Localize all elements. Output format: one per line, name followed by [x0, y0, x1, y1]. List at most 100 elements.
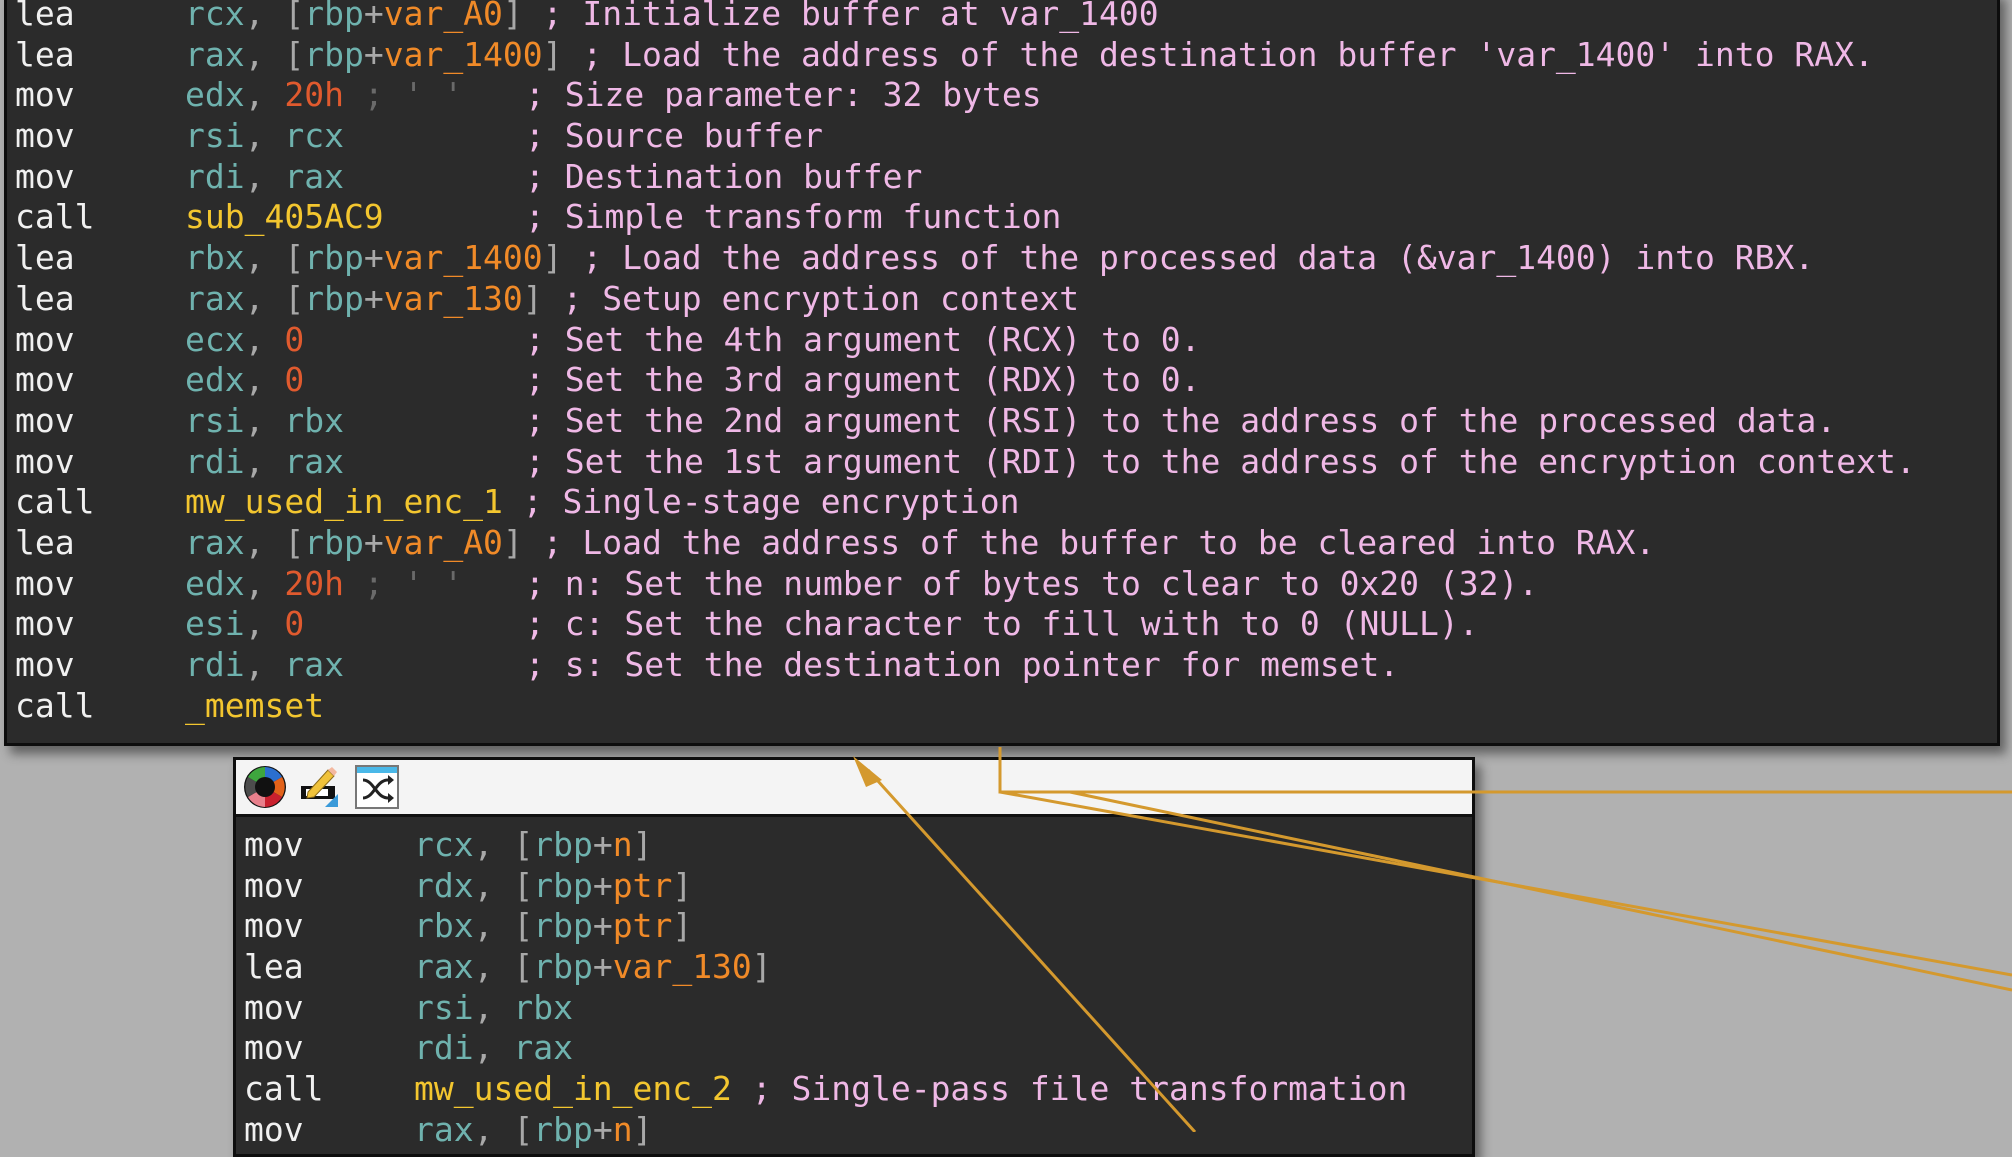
operand-token-reg: rax — [284, 441, 344, 481]
operand-token-var[interactable]: ptr — [612, 906, 673, 946]
operand-token-punc: , — [244, 34, 285, 74]
operand-token-punc: [ — [284, 34, 305, 74]
operands: rax, [rbp+var_130] ; Setup encryption co… — [185, 279, 1079, 320]
mnemonic: mov — [244, 825, 304, 864]
operands: rcx, [rbp+var_A0] ; Initialize buffer at… — [185, 0, 1159, 35]
operand-token-punc: , — [244, 238, 285, 278]
operand-token-punc: ] — [522, 278, 543, 318]
operand-token-var[interactable]: var_1400 — [383, 34, 543, 74]
operand-token-reg: rax — [185, 34, 245, 74]
mnemonic: mov — [15, 156, 75, 196]
operand-token-var[interactable]: ptr — [612, 865, 673, 905]
operand-token-punc: [ — [284, 522, 305, 562]
operand-token-var[interactable]: var_1400 — [383, 238, 543, 278]
operand-token-reg: rbx — [185, 238, 245, 278]
mnemonic: mov — [244, 1109, 304, 1149]
operand-token-punc: ] — [632, 825, 653, 864]
operand-token-punc: + — [363, 278, 384, 318]
instruction-line[interactable]: call_memset — [7, 686, 1997, 727]
operand-token-punc: ] — [672, 906, 693, 946]
operand-token-punc: + — [363, 238, 384, 278]
graph-layout-shuffle-icon[interactable] — [354, 764, 400, 810]
operand-token-reg: rcx — [185, 0, 245, 33]
mnemonic: mov — [244, 865, 304, 905]
edit-rename-icon[interactable] — [298, 764, 344, 810]
operand-token-var[interactable]: n — [612, 825, 633, 864]
comment: ; c: Set the character to fill with to 0… — [525, 604, 1479, 644]
operand-token-reg: edx — [185, 360, 245, 400]
operands: edx, 20h ; ' ' — [185, 564, 463, 605]
operand-token-reg: rbp — [304, 522, 364, 562]
operand-token-reg: rdi — [185, 645, 245, 684]
operand-token-sym[interactable]: mw_used_in_enc_1 — [185, 482, 503, 522]
comment: ; Size parameter: 32 bytes — [525, 75, 1042, 115]
operand-token-var[interactable]: var_130 — [383, 278, 523, 318]
operand-token-sym[interactable]: _memset — [185, 685, 325, 725]
operand-token-punc: + — [363, 522, 384, 562]
operand-token-punc: ] — [502, 0, 523, 33]
operands: rax, [rbp+var_130] — [414, 947, 772, 988]
operand-token-punc: + — [592, 1109, 613, 1149]
operand-token-reg: rbx — [414, 906, 474, 946]
operand-token-reg: rbx — [513, 987, 573, 1027]
operand-token-punc: , — [244, 360, 285, 400]
operand-token-reg: rbp — [533, 906, 593, 946]
operand-token-reg: edx — [185, 563, 245, 603]
operand-token-punc: + — [363, 0, 384, 33]
operand-token-reg: rsi — [185, 400, 245, 440]
mnemonic: mov — [244, 1028, 304, 1068]
operand-token-var[interactable]: n — [612, 1109, 633, 1149]
operand-token-punc: , — [244, 604, 285, 644]
operand-token-reg: rcx — [414, 825, 474, 864]
operand-token-reg: rdi — [185, 441, 245, 481]
operands: rax, [rbp+var_1400] ; Load the address o… — [185, 35, 1874, 76]
operand-token-punc: , — [473, 987, 514, 1027]
instruction-line[interactable]: mov rax, [rbp+n] — [236, 1110, 1472, 1151]
mnemonic: mov — [15, 75, 75, 115]
operands: rax, [rbp+n] — [414, 1110, 652, 1151]
operand-token-sym[interactable]: mw_used_in_enc_2 — [414, 1069, 732, 1109]
comment: ; Set the 4th argument (RCX) to 0. — [525, 319, 1201, 359]
operand-token-punc: , — [244, 278, 285, 318]
operand-token-reg: rbx — [284, 400, 344, 440]
color-palette-icon[interactable] — [242, 764, 288, 810]
comment: ; Set the 3rd argument (RDX) to 0. — [525, 360, 1201, 400]
operand-token-dim: ; ' ' — [343, 563, 464, 603]
comment: ; Load the address of the processed data… — [562, 238, 1815, 278]
mnemonic: lea — [15, 522, 75, 562]
operand-token-var[interactable]: var_130 — [612, 947, 752, 987]
operand-token-sym[interactable]: sub_405AC9 — [185, 197, 384, 237]
operand-token-reg: rdx — [414, 865, 474, 905]
operand-token-var[interactable]: var_A0 — [383, 522, 503, 562]
operand-token-reg: rbp — [304, 0, 364, 33]
operand-token-var[interactable]: var_A0 — [383, 0, 503, 33]
operand-token-punc: [ — [513, 906, 534, 946]
comment: ; Initialize buffer at var_1400 — [522, 0, 1159, 33]
